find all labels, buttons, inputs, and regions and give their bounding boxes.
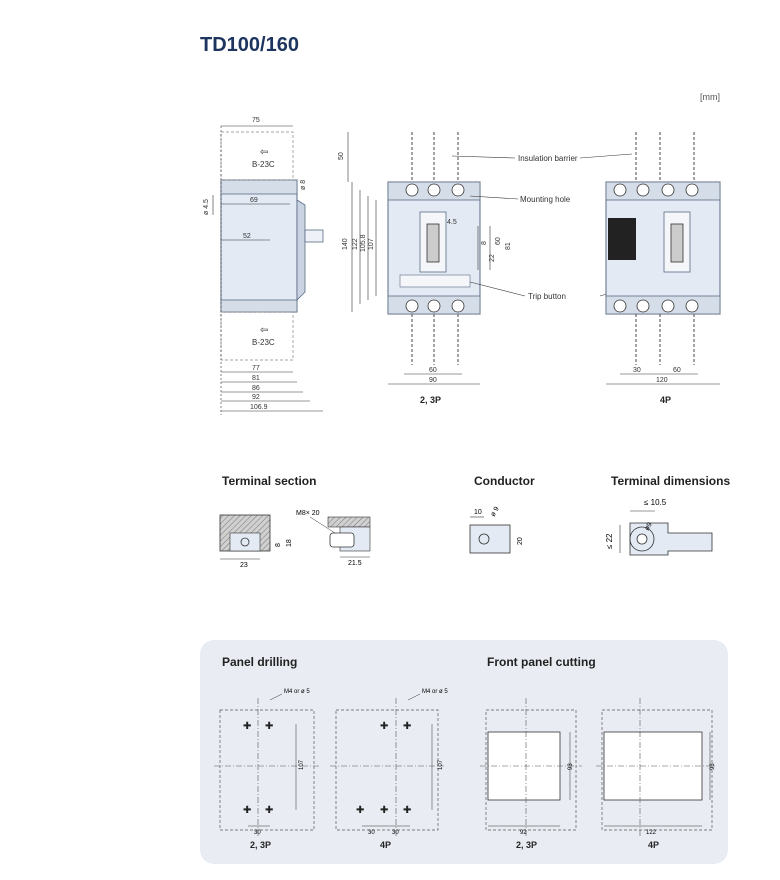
- cut4-122: 122: [646, 830, 657, 836]
- ts-21-5: 21.5: [348, 560, 362, 567]
- callout-mounting: Mounting hole: [520, 195, 571, 204]
- drilling-23p: ✚ ✚ ✚ ✚ M4 or ø 5 107 30 2, 3P: [214, 689, 320, 850]
- side-body: [220, 179, 298, 313]
- svg-text:✚: ✚: [265, 721, 273, 732]
- svg-text:✚: ✚: [265, 805, 273, 816]
- dim-60v: 60: [495, 237, 502, 245]
- dim-81v: 81: [505, 242, 512, 250]
- caption-4p: 4P: [660, 395, 671, 405]
- dim-4-5: 4.5: [447, 219, 457, 226]
- side-view: B-23C B-23C ⇦ ⇦ 75 ø 4.5 ø 8 69 52 77 81…: [203, 117, 324, 415]
- dim-92: 92: [252, 394, 260, 401]
- panel-drawings: ✚ ✚ ✚ ✚ M4 or ø 5 107 30 2, 3P ✚ ✚ ✚ ✚ ✚ M4 or …: [214, 689, 716, 850]
- dim-81: 81: [252, 375, 260, 382]
- front-view-4p: 30 60 120 4P: [605, 132, 721, 405]
- drill4-caption: 4P: [380, 840, 391, 850]
- conductor-drawing: 10 ø 9 20: [469, 506, 524, 554]
- terminal-section: 23 8 18 M8× 20 21.5: [219, 510, 371, 569]
- cut4-93: 93: [710, 763, 716, 770]
- drill4-30b: 30: [392, 830, 399, 836]
- cut23-caption: 2, 3P: [516, 840, 537, 850]
- front-panel-cutting-heading: Front panel cutting: [487, 655, 596, 669]
- ts-8: 8: [275, 543, 282, 547]
- page-title: TD100/160: [200, 34, 299, 56]
- dim-122: 122: [352, 238, 359, 250]
- svg-text:✚: ✚: [380, 721, 388, 732]
- dim-60: 60: [429, 367, 437, 374]
- dim-107: 107: [368, 238, 375, 250]
- bolt-icon: [329, 532, 355, 548]
- svg-text:✚: ✚: [243, 805, 251, 816]
- cond-20: 20: [517, 537, 524, 545]
- dim-90: 90: [429, 377, 437, 384]
- dim-8: 8: [481, 241, 488, 245]
- drill4-30a: 30: [368, 830, 375, 836]
- svg-text:✚: ✚: [403, 721, 411, 732]
- svg-text:✚: ✚: [380, 805, 388, 816]
- dim-77: 77: [252, 365, 260, 372]
- dim-4p-120: 120: [656, 377, 668, 384]
- callout-trip: Trip button: [528, 292, 566, 301]
- td-d9: ø9: [644, 521, 654, 532]
- drill4-screw: M4 or ø 5: [422, 689, 448, 695]
- drill-hole-icon: ✚ ✚ ✚ ✚: [243, 721, 273, 816]
- side-label-bottom: B-23C: [252, 338, 275, 347]
- dim-d8: ø 8: [300, 180, 307, 190]
- panel-drilling-heading: Panel drilling: [222, 655, 298, 669]
- handle-3p: [426, 223, 440, 263]
- cutting-4p: 93 122 4P: [596, 698, 716, 850]
- front-view-3p: 50 140 122 105.8 107 4.5 8 22 60 81 60 9…: [338, 132, 512, 405]
- arrow-left-icon: ⇦: [260, 325, 268, 336]
- drill23-107: 107: [299, 759, 305, 770]
- cond-10: 10: [474, 509, 482, 516]
- neutral-block: [608, 218, 636, 260]
- svg-text:✚: ✚: [243, 721, 251, 732]
- dim-4p-30: 30: [633, 367, 641, 374]
- ts-23: 23: [240, 562, 248, 569]
- arrow-left-icon: ⇦: [260, 147, 268, 158]
- drill23-screw: M4 or ø 5: [284, 689, 310, 695]
- caption-3p: 2, 3P: [420, 395, 441, 405]
- dim-4p-60: 60: [673, 367, 681, 374]
- drill23-30: 30: [254, 830, 261, 836]
- unit-label: [mm]: [700, 92, 720, 102]
- svg-text:✚: ✚: [356, 805, 364, 816]
- svg-text:✚: ✚: [403, 805, 411, 816]
- dim-50: 50: [338, 152, 345, 160]
- terminal-lug: ≤ 10.5 ø9 ≤ 22: [605, 498, 713, 556]
- dim-105-8: 105.8: [360, 234, 367, 252]
- dim-d45: ø 4.5: [203, 199, 210, 215]
- dim-86: 86: [252, 385, 260, 392]
- dim-52: 52: [243, 233, 251, 240]
- side-label-top: B-23C: [252, 160, 275, 169]
- ts-18: 18: [286, 539, 293, 547]
- callout-insulation: Insulation barrier: [518, 154, 578, 163]
- cut23-92: 92: [520, 830, 527, 836]
- dim-106-9: 106.9: [250, 404, 268, 411]
- dim-75: 75: [252, 117, 260, 124]
- handle-4p: [670, 223, 684, 263]
- dim-69: 69: [250, 197, 258, 204]
- terminal-dimensions-heading: Terminal dimensions: [611, 474, 731, 488]
- side-handle: [304, 229, 324, 243]
- cond-d9: ø 9: [490, 506, 501, 518]
- drill23-caption: 2, 3P: [250, 840, 271, 850]
- dim-22: 22: [489, 254, 496, 262]
- dim-140: 140: [342, 238, 349, 250]
- terminal-section-heading: Terminal section: [222, 474, 317, 488]
- drilling-4p: ✚ ✚ ✚ ✚ ✚ M4 or ø 5 107 30 30 4P: [330, 689, 448, 850]
- ts-bolt: M8× 20: [296, 510, 320, 517]
- td-10-5: ≤ 10.5: [644, 498, 667, 507]
- td-22: ≤ 22: [605, 533, 614, 549]
- cutting-23p: 93 92 2, 3P: [480, 698, 582, 850]
- drill-hole-icon: ✚ ✚ ✚ ✚ ✚: [356, 721, 411, 816]
- breaker-drawings: B-23C B-23C ⇦ ⇦ 75 ø 4.5 ø 8 69 52 77 81…: [203, 117, 721, 415]
- conductor-heading: Conductor: [474, 474, 535, 488]
- cut4-caption: 4P: [648, 840, 659, 850]
- drill4-107: 107: [438, 759, 444, 770]
- cut23-93: 93: [568, 763, 574, 770]
- terminal-drawings: 23 8 18 M8× 20 21.5 10 ø 9 20 ≤ 10.5 ø9 …: [219, 498, 713, 569]
